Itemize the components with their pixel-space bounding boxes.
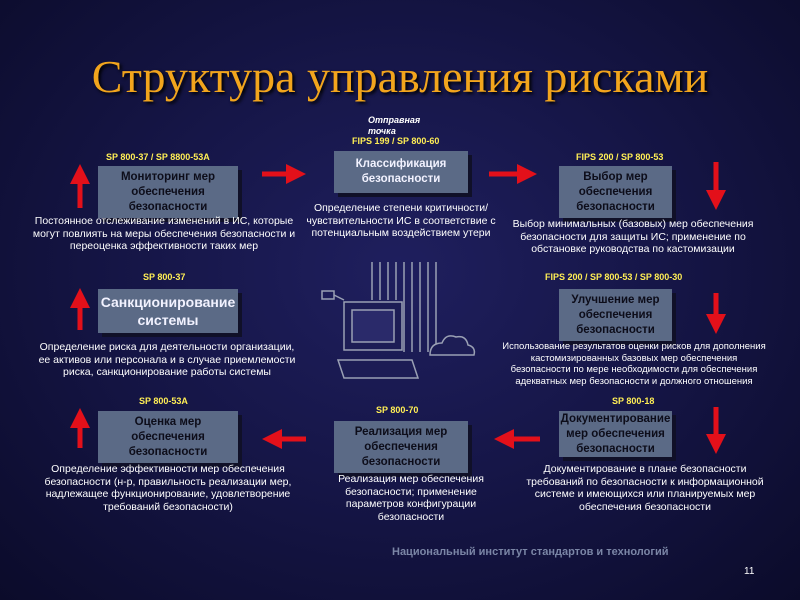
node-evaluation: Оценка мер обеспечения безопасности	[98, 411, 238, 463]
standard-documenting: SP 800-18	[612, 396, 655, 406]
page-number: 11	[744, 566, 755, 577]
standard-improve-measures: FIPS 200 / SP 800-53 / SP 800-30	[545, 272, 683, 282]
node-improve-measures: Улучшение мер обеспечения безопасности	[559, 289, 672, 341]
slide-title: Структура управления рисками	[91, 51, 709, 102]
description-authorization: Определение риска для деятельности орган…	[38, 341, 296, 378]
description-evaluation: Определение эффективности мер обеспечени…	[44, 463, 292, 513]
standard-classification: FIPS 199 / SP 800-60	[352, 136, 440, 146]
node-implementation: Реализация мер обеспечения безопасности	[334, 421, 468, 473]
standard-select-measures: FIPS 200 / SP 800-53	[576, 152, 664, 162]
description-monitoring: Постоянное отслеживание изменений в ИС, …	[32, 215, 296, 252]
node-classification: Классификация безопасности	[334, 151, 468, 193]
description-documenting: Документирование в плане безопасности тр…	[526, 463, 764, 513]
description-select-measures: Выбор минимальных (базовых) мер обеспече…	[512, 218, 754, 255]
standard-monitoring: SP 800-37 / SP 8800-53A	[106, 152, 210, 162]
node-select-measures: Выбор мер обеспечения безопасности	[559, 166, 672, 218]
standard-evaluation: SP 800-53A	[139, 396, 188, 406]
node-monitoring: Мониторинг мер обеспечения безопасности	[98, 166, 238, 218]
node-documenting: Документирование мер обеспечения безопас…	[559, 411, 672, 457]
computer-network-icon	[321, 262, 476, 379]
description-implementation: Реализация мер обеспечения безопасности;…	[338, 473, 484, 523]
footer-organization: Национальный институт стандартов и техно…	[392, 546, 669, 558]
start-point-label: Отправная точка	[368, 115, 421, 136]
description-classification: Определение степени критичности/чувствит…	[306, 202, 496, 239]
node-authorization: Санкционирование системы	[98, 289, 238, 333]
description-improve-measures: Использование результатов оценки рисков …	[502, 341, 766, 387]
standard-authorization: SP 800-37	[143, 272, 186, 282]
standard-implementation: SP 800-70	[376, 405, 419, 415]
